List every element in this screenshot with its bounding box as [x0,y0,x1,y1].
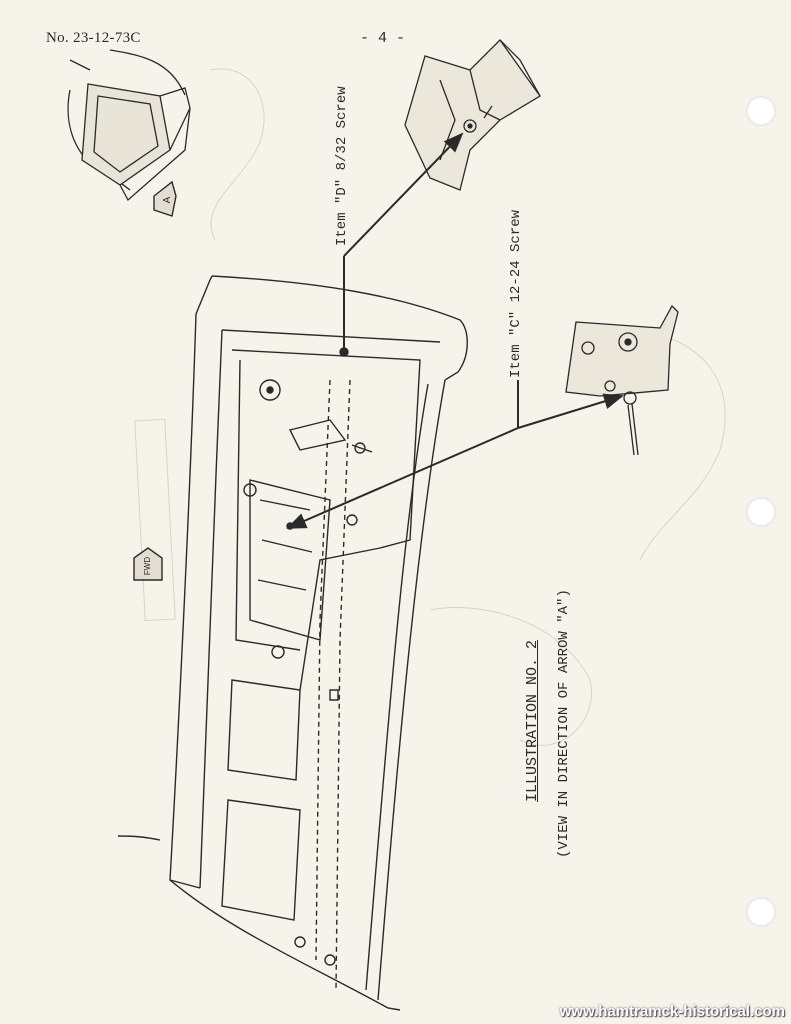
callout-item-c [286,380,624,529]
item-c-label: Item "C" 12-24 Screw [508,209,524,378]
document-number: No. 23-12-73C [46,30,141,46]
arrow-a-marker [153,180,177,217]
part-sketch-upper-right [404,38,541,191]
bleed-through-lines [134,68,726,746]
arrow-a-label: A [162,196,173,203]
bracket-sketch-right [565,304,679,456]
part-sketch-upper-left [67,49,191,202]
callout-item-d [343,132,464,348]
punch-hole-bottom [746,897,776,927]
item-d-label: Item "D" 8/32 Screw [334,86,350,246]
page-number: - 4 - [360,30,406,47]
punch-hole-middle [746,497,776,527]
illustration-subtitle: (VIEW IN DIRECTION OF ARROW "A") [556,589,572,858]
site-watermark: www.hamtramck-historical.com [559,1003,785,1020]
fwd-arrow-label: FWD [143,557,152,575]
illustration-title: ILLUSTRATION NO. 2 [524,639,541,802]
punch-hole-top [746,96,776,126]
fwd-arrow-marker [133,547,163,581]
door-panel [117,275,468,1011]
